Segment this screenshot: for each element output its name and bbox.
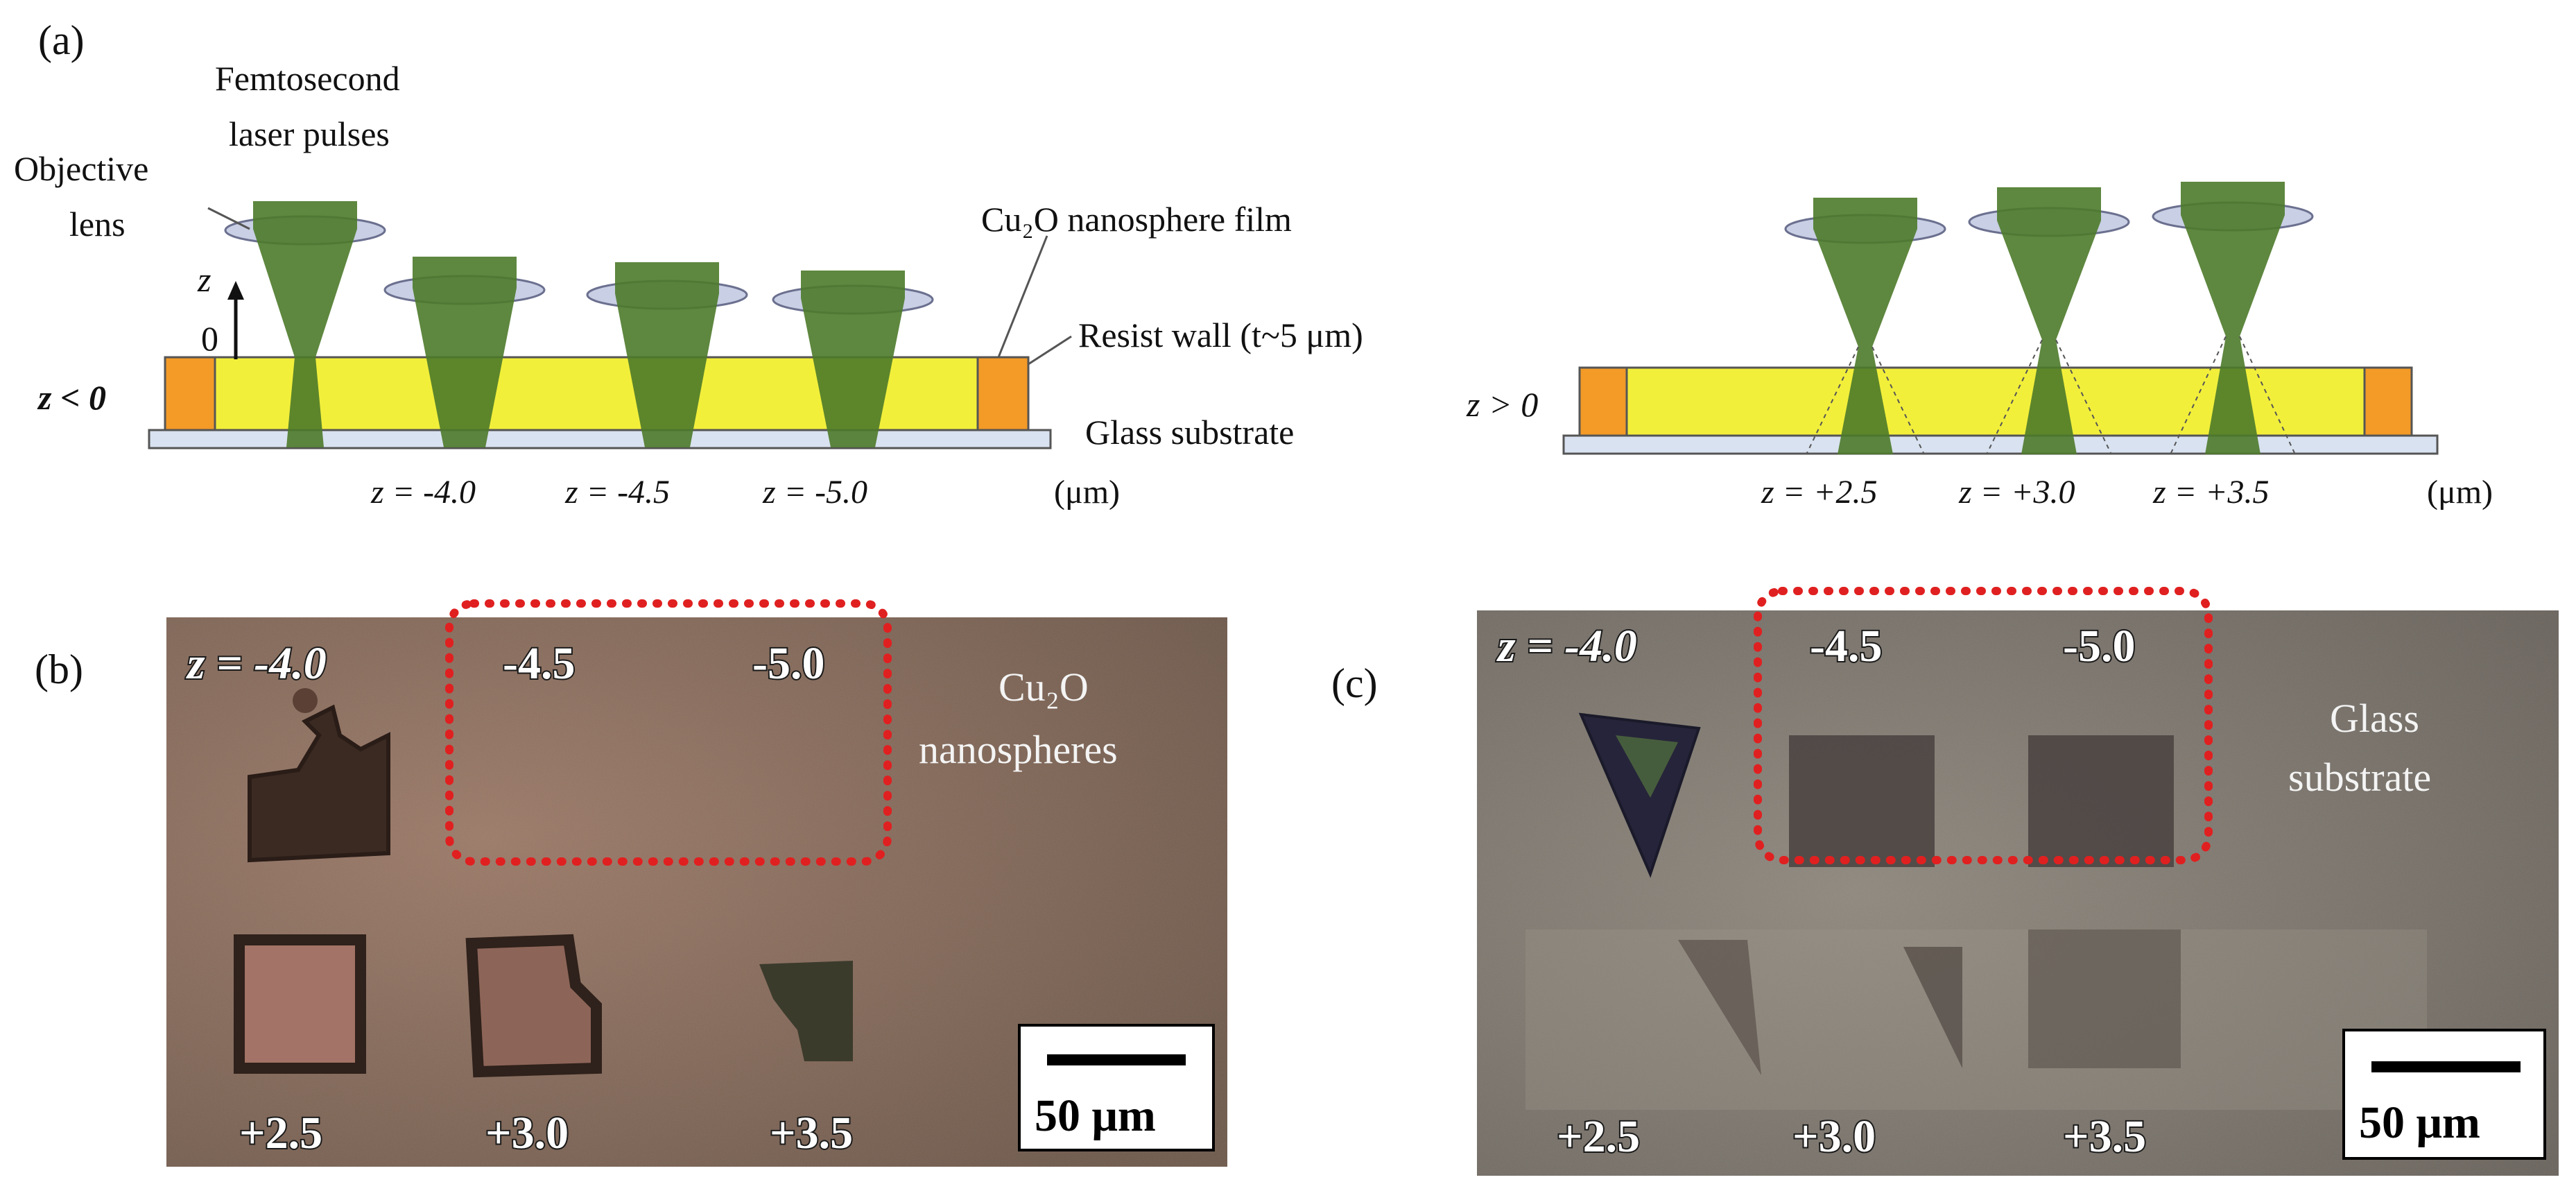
laser-beam-3 [586,262,748,447]
photo-b-material-1: Cu₂O [999,665,1089,710]
leader-objective [207,207,250,230]
z-less-label: z < 0 [37,378,106,417]
ablation-spot-c-6 [2028,929,2181,1068]
z-pos-right-1: z = +2.5 [1761,474,1877,511]
panel-c-label: (c) [1331,660,1378,706]
panel-c: (c) z = -4.0 -4.5 -5.0 Glass substrate +… [1331,587,2559,1176]
laser-beam-2 [383,257,546,447]
ablation-spot-b-1 [248,704,390,863]
z-pos-left-3: z = -5.0 [762,474,867,511]
objective-lens-label-1: Objective [14,149,148,188]
glass-substrate-left [148,429,1052,449]
leader-film [997,235,1048,358]
photo-b-bottom-3: +3.5 [770,1108,853,1158]
femtosecond-label-1: Femtosecond [215,59,400,98]
resist-wall-right-1 [1578,366,1628,437]
laser-beam-7 [2152,182,2314,455]
scale-label-c: 50 μm [2359,1097,2480,1148]
laser-beam-4 [772,271,934,447]
scale-bar-b: 50 μm [1018,1024,1215,1151]
leader-resist [1028,335,1072,366]
resist-label: Resist wall (t~5 μm) [1078,316,1363,354]
photo-b-top-3: -5.0 [752,638,824,689]
photo-b-top-2: -4.5 [503,638,575,689]
z-pos-right-2: z = +3.0 [1958,474,2075,511]
panel-a-label: (a) [38,17,85,63]
z-pos-left-1: z = -4.0 [370,474,476,511]
photo-b-bottom-2: +3.0 [485,1108,569,1158]
resist-wall-left-1 [164,356,216,431]
ablation-spot-b-4 [234,934,366,1074]
cu2o-film-right [1578,366,2413,437]
ablation-spot-c-3 [2028,735,2174,867]
unit-left: (μm) [1054,474,1120,511]
photo-c-bottom-2: +3.0 [1792,1111,1876,1162]
z-axis-zero: 0 [201,319,218,358]
z-axis-label: z [197,260,211,299]
laser-beam-6 [1968,187,2130,455]
panel-a: (a) z 0 z < 0 [14,17,2493,511]
laser-beam-1 [224,201,386,447]
highlight-box-c [1754,587,2213,864]
z-axis-arrowhead [227,281,244,300]
film-label: Cu₂O nanosphere film [981,200,1292,239]
scale-label-b: 50 μm [1035,1090,1156,1141]
photo-c-top-1: z = -4.0 [1496,621,1637,671]
laser-beam-5 [1784,198,1946,455]
photo-c-top-3: -5.0 [2063,621,2135,671]
femtosecond-label-2: laser pulses [229,114,390,153]
ablation-spot-c-2 [1789,735,1935,867]
photo-c-material-2: substrate [2288,755,2431,800]
photo-b-material-2: nanospheres [919,727,1118,772]
photo-c-top-2: -4.5 [1810,621,1882,671]
resist-wall-left-2 [976,356,1030,431]
objective-lens-label-2: lens [69,205,126,243]
ablation-spot-c-5 [1903,947,1962,1068]
panel-b-label: (b) [35,646,83,692]
photo-b-bottom-1: +2.5 [239,1108,322,1158]
photo-c-material-1: Glass [2330,696,2419,741]
glass-substrate-right [1562,434,2439,455]
photo-b-top-1: z = -4.0 [186,638,327,689]
scale-bar-c: 50 μm [2342,1029,2546,1160]
z-pos-left-2: z = -4.5 [564,474,670,511]
panel-b: (b) z = -4.0 -4.5 -5.0 Cu₂O nanospheres … [35,599,1227,1167]
glass-label: Glass substrate [1085,413,1294,452]
ablation-spot-b-6 [759,961,853,1061]
ablation-spot-c-4 [1678,940,1761,1075]
z-greater-label: z > 0 [1466,385,1538,424]
highlight-box-b [445,599,892,866]
unit-right: (μm) [2427,474,2493,511]
ablation-spot-b-5 [465,934,602,1078]
z-pos-right-3: z = +3.5 [2152,474,2269,511]
photo-c-bottom-1: +2.5 [1557,1111,1640,1162]
resist-wall-right-2 [2363,366,2413,437]
photo-c-bottom-3: +3.5 [2063,1111,2146,1162]
